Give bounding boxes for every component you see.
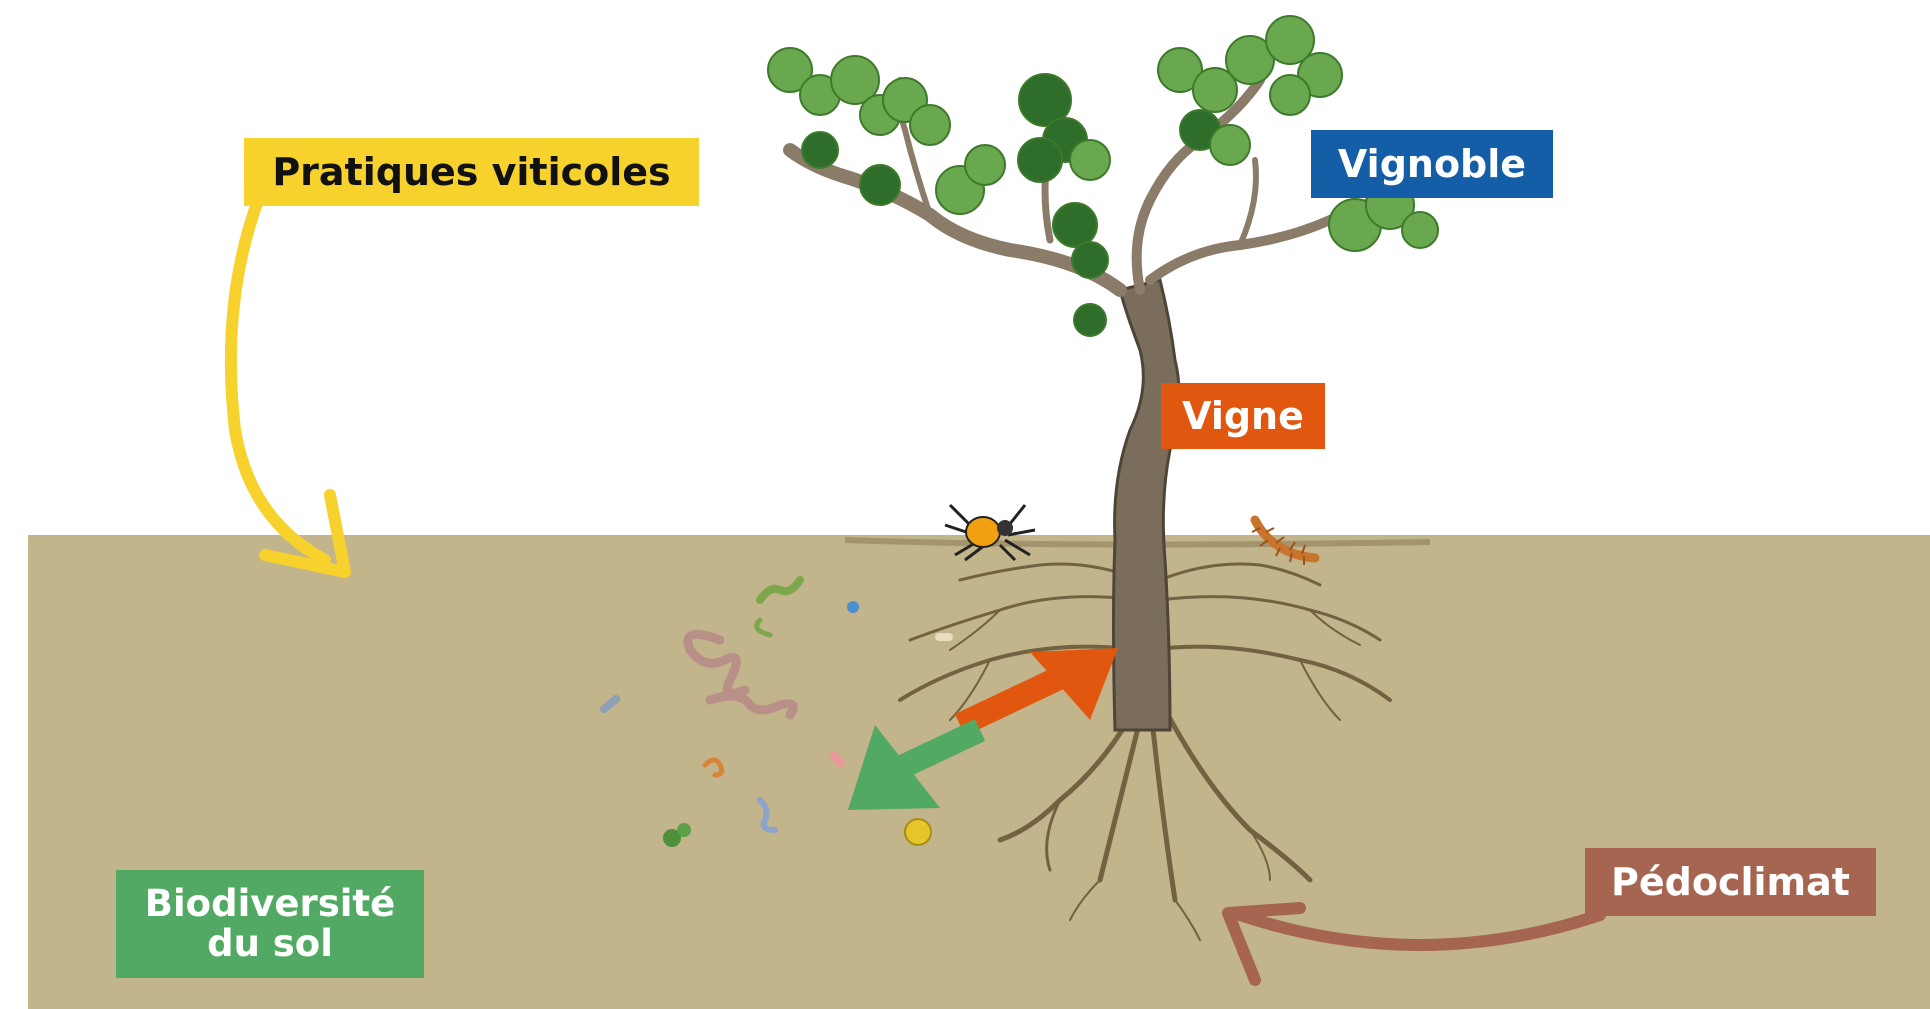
spider-icon: [945, 505, 1035, 560]
vine-plant-illustration: [768, 16, 1438, 730]
label-vigne-text: Vigne: [1182, 394, 1304, 438]
label-vignoble: Vignoble: [1311, 130, 1553, 198]
label-pratiques-text: Pratiques viticoles: [272, 150, 670, 194]
vigne-interaction-arrow: [960, 648, 1118, 725]
earthworm-icon: [688, 634, 793, 715]
label-pratiques-viticoles: Pratiques viticoles: [244, 138, 699, 206]
pratiques-arrow: [231, 195, 345, 572]
label-biodiversite-line1: Biodiversité: [145, 884, 395, 924]
pedoclimat-arrow: [1228, 908, 1600, 980]
biodiversite-interaction-arrow: [848, 725, 980, 810]
label-vignoble-text: Vignoble: [1338, 142, 1526, 186]
bacteria-icon: [598, 601, 953, 847]
fungi-icon: [905, 819, 931, 845]
label-biodiversite-line2: du sol: [207, 924, 333, 964]
label-biodiversite-du-sol: Biodiversité du sol: [116, 870, 424, 978]
label-pedoclimat-text: Pédoclimat: [1611, 860, 1850, 904]
label-vigne: Vigne: [1161, 383, 1325, 449]
label-pedoclimat: Pédoclimat: [1585, 848, 1876, 916]
